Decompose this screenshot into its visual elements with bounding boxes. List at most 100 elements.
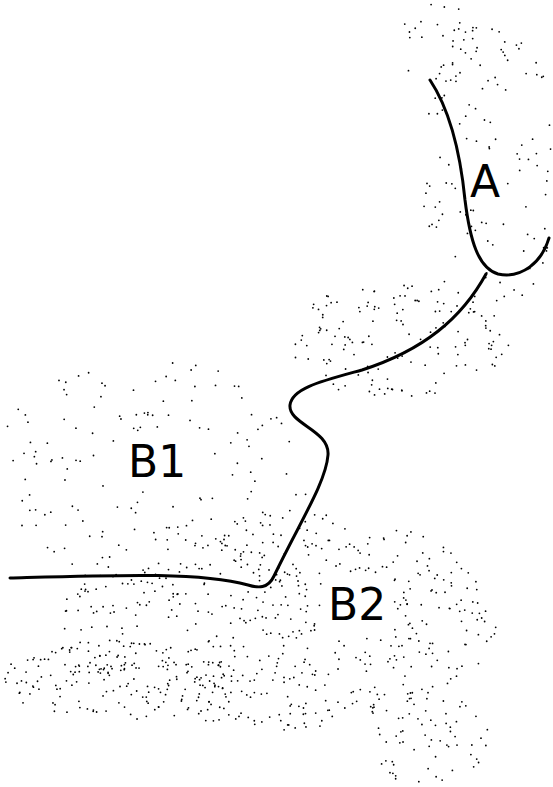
stipple-dot: [209, 680, 211, 682]
stipple-dot: [523, 250, 525, 252]
stipple-dot: [240, 566, 242, 568]
stipple-dot: [406, 700, 408, 702]
stipple-dot: [133, 642, 135, 644]
stipple-dot: [262, 542, 264, 544]
stipple-dot: [27, 659, 29, 661]
stipple-dot: [311, 543, 313, 545]
stipple-dot: [194, 678, 196, 680]
stipple-dot: [488, 343, 490, 345]
stipple-dot: [460, 599, 462, 601]
stipple-dot: [53, 551, 55, 553]
stipple-dot: [249, 680, 251, 682]
stipple-dot: [23, 452, 25, 454]
stipple-dot: [387, 661, 389, 663]
stipple-dot: [247, 717, 249, 719]
stipple-dot: [162, 586, 164, 588]
stipple-dot: [338, 658, 340, 660]
stipple-dot: [438, 219, 440, 221]
stipple-dot: [410, 692, 412, 694]
stipple-dot: [432, 652, 434, 654]
stipple-dot: [250, 471, 252, 473]
stipple-dot: [472, 38, 474, 40]
stipple-dot: [21, 680, 23, 682]
stipple-dot: [148, 568, 150, 570]
stipple-dot: [491, 28, 493, 30]
stipple-dot: [32, 659, 34, 661]
stipple-dot: [450, 311, 452, 313]
stipple-dot: [425, 653, 427, 655]
stipple-dot: [121, 627, 123, 629]
stipple-dot: [102, 606, 104, 608]
stipple-dot: [394, 352, 396, 354]
stipple-dot: [439, 73, 441, 75]
stipple-dot: [139, 643, 141, 645]
stipple-dot: [456, 675, 458, 677]
stipple-dot: [315, 670, 317, 672]
stipple-dot: [475, 50, 477, 52]
stipple-dot: [301, 335, 303, 337]
stipple-dot: [424, 364, 426, 366]
stipple-dot: [69, 651, 71, 653]
stipple-dot: [372, 320, 374, 322]
stipple-dot: [384, 694, 386, 696]
stipple-dot: [374, 306, 376, 308]
stipple-dot: [306, 529, 308, 531]
stipple-dot: [353, 546, 355, 548]
stipple-dot: [118, 702, 120, 704]
stipple-dot: [326, 329, 328, 331]
stipple-dot: [425, 710, 427, 712]
stipple-dot: [21, 525, 23, 527]
stipple-dot: [439, 157, 441, 159]
stipple-dot: [295, 343, 297, 345]
stipple-dot: [449, 726, 451, 728]
stipple-dot: [305, 545, 307, 547]
stipple-dot: [527, 234, 529, 236]
stipple-dot: [377, 368, 379, 370]
stipple-dot: [168, 685, 170, 687]
stipple-dot: [473, 311, 475, 313]
stipple-dot: [71, 563, 73, 565]
stipple-dot: [165, 376, 167, 378]
stipple-dot: [276, 662, 278, 664]
stipple-dot: [210, 518, 212, 520]
stipple-dot: [76, 681, 78, 683]
stipple-dot: [130, 507, 132, 509]
stipple-dot: [497, 84, 499, 86]
stipple-dot: [421, 724, 423, 726]
stipple-dot: [222, 687, 224, 689]
stipple-dot: [386, 356, 388, 358]
stipple-dot: [55, 652, 57, 654]
stipple-dot: [145, 715, 147, 717]
stipple-dot: [264, 591, 266, 593]
stipple-dot: [492, 341, 494, 343]
stipple-dot: [278, 658, 280, 660]
stipple-dot: [344, 528, 346, 530]
stipple-dot: [456, 721, 458, 723]
stipple-dot: [503, 296, 505, 298]
stipple-dot: [207, 545, 209, 547]
stipple-dot: [107, 672, 109, 674]
stipple-dot: [300, 339, 302, 341]
stipple-dot: [233, 607, 235, 609]
stipple-dot: [238, 386, 240, 388]
stipple-dot: [312, 673, 314, 675]
stipple-dot: [356, 700, 358, 702]
stipple-dot: [329, 540, 331, 542]
stipple-dot: [298, 684, 300, 686]
stipple-dot: [541, 76, 543, 78]
stipple-dot: [131, 579, 133, 581]
stipple-dot: [418, 640, 420, 642]
stipple-dot: [392, 389, 394, 391]
stipple-dot: [294, 727, 296, 729]
stipple-dot: [185, 593, 187, 595]
stipple-dot: [334, 335, 336, 337]
stipple-dot: [240, 712, 242, 714]
stipple-dot: [485, 222, 487, 224]
stipple-dot: [288, 635, 290, 637]
stipple-dot: [247, 564, 249, 566]
stipple-dot: [454, 187, 456, 189]
stipple-dot: [235, 718, 237, 720]
stipple-dot: [282, 517, 284, 519]
stipple-dot: [236, 523, 238, 525]
stipple-dot: [213, 682, 215, 684]
